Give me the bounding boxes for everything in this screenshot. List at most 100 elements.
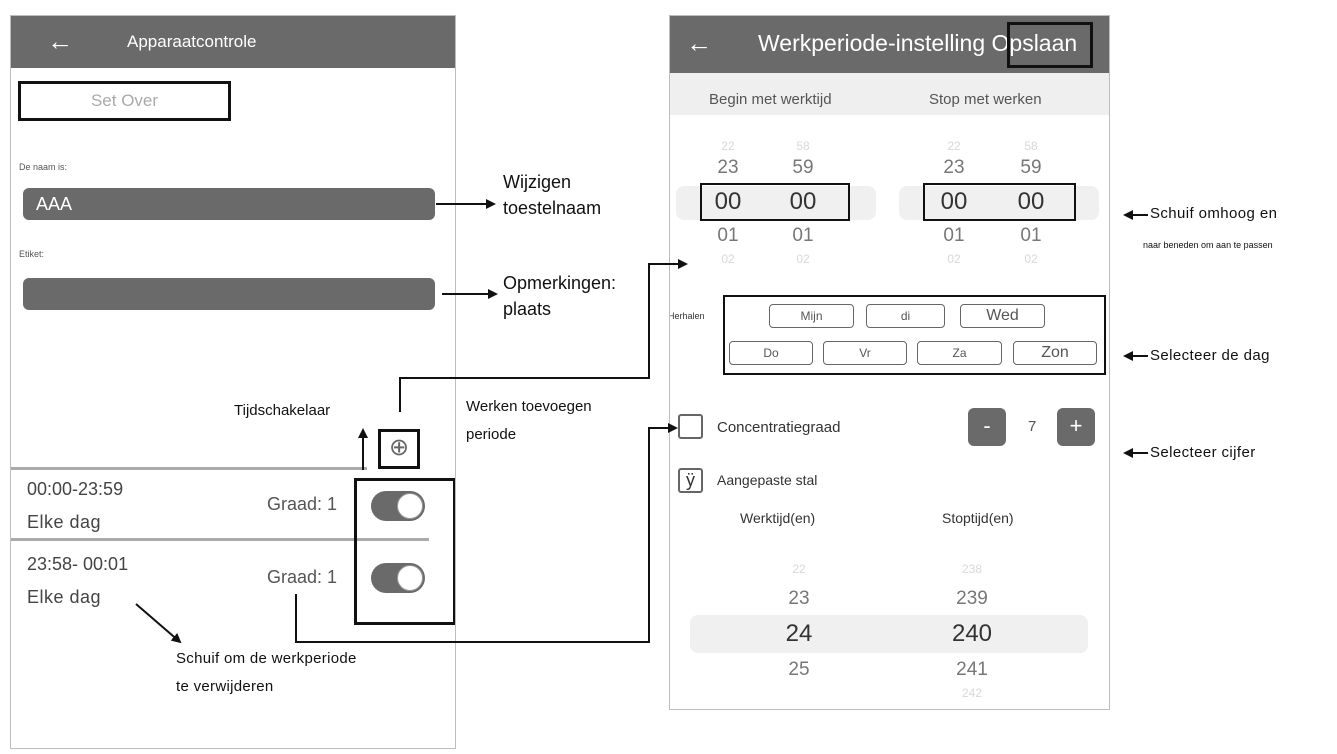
- label-label: Etiket:: [19, 249, 45, 259]
- device-label-field[interactable]: [23, 278, 435, 310]
- wheel-value: 242: [961, 686, 983, 700]
- custom-selection-band: [690, 615, 1088, 653]
- rename-annotation: Wijzigen toestelnaam: [503, 169, 601, 221]
- annotation-text: Opmerkingen:: [503, 273, 617, 293]
- period-time: 23:58- 00:01: [27, 554, 129, 574]
- day-button[interactable]: Do: [729, 341, 813, 365]
- stop-selection-band: [899, 186, 1099, 220]
- custom-stall-checkbox[interactable]: ÿ: [678, 468, 703, 493]
- annotation-text: toestelnaam: [503, 198, 602, 218]
- stop-time-header: Stop met werken: [929, 91, 1042, 108]
- select-day-annotation: Selecteer de dag: [1150, 347, 1270, 364]
- work-period-screen: ← Werkperiode-instelling Opslaan Begin m…: [669, 15, 1110, 710]
- wheel-selected-value: 00: [1017, 188, 1045, 215]
- period-toggle[interactable]: [371, 491, 425, 521]
- wheel-selected-value: 24: [785, 620, 813, 647]
- day-button[interactable]: Zon: [1013, 341, 1097, 365]
- period-list-divider: [11, 538, 429, 541]
- period-toggle[interactable]: [371, 563, 425, 593]
- swipe-delete-arrow: [135, 603, 182, 644]
- save-button[interactable]: [1007, 22, 1093, 68]
- toggle-knob: [397, 493, 423, 519]
- wheel-value: 241: [956, 659, 988, 680]
- time-header-bar: [670, 73, 1109, 115]
- wheel-value: 02: [1024, 252, 1038, 266]
- add-period-arrow: [399, 259, 688, 412]
- toggle-highlight-box: [354, 478, 455, 625]
- plus-circle-icon: ⊕: [388, 434, 410, 461]
- device-control-header: ← Apparaatcontrole: [11, 16, 455, 68]
- concentration-checkbox[interactable]: [678, 414, 703, 439]
- wheel-selected-value: 240: [951, 620, 993, 647]
- arrow-left-icon[interactable]: ←: [47, 26, 73, 56]
- annotation-text: Werken toevoegen: [466, 398, 592, 415]
- stop-time-label: Stoptijd(en): [942, 510, 1014, 526]
- annotation-text: Wijzigen: [503, 172, 572, 192]
- annotation-text: te verwijderen: [176, 678, 274, 695]
- set-over-button[interactable]: Set Over: [18, 81, 231, 121]
- device-control-screen: ← Apparaatcontrole Set Over De naam is: …: [10, 15, 456, 749]
- period-repeat: Elke dag: [27, 587, 102, 607]
- wheel-selected-value: 00: [789, 188, 817, 215]
- wheel-value: 238: [961, 562, 983, 576]
- wheel-value: 02: [796, 252, 810, 266]
- period-degree: Graad: 1: [267, 494, 338, 514]
- period-list-divider-top: [11, 467, 367, 470]
- wheel-value: 25: [788, 659, 810, 680]
- wheel-value: 58: [796, 139, 810, 153]
- select-number-annotation: Selecteer cijfer: [1150, 444, 1256, 461]
- annotation-text: plaats: [503, 299, 552, 319]
- period-repeat: Elke dag: [27, 512, 102, 532]
- wheel-value: 58: [1024, 139, 1038, 153]
- decrement-button[interactable]: -: [968, 408, 1006, 446]
- wheel-selected-value: 00: [714, 188, 742, 215]
- period-time: 00:00-23:59: [27, 479, 124, 499]
- concentration-value: 7: [1028, 418, 1037, 435]
- swipe-delete-annotation: Schuif om de werkperiode te verwijderen: [176, 645, 357, 701]
- period-degree: Graad: 1: [267, 567, 338, 587]
- wheel-value: 23: [788, 588, 810, 609]
- day-button[interactable]: Za: [917, 341, 1002, 365]
- increment-button[interactable]: +: [1057, 408, 1095, 446]
- device-control-title: Apparaatcontrole: [127, 32, 257, 51]
- wheel-value: 02: [947, 252, 961, 266]
- wheel-selected-value: 00: [940, 188, 968, 215]
- day-button[interactable]: Mijn: [769, 304, 854, 328]
- wheel-value: 22: [792, 562, 806, 576]
- stop-selection-box: [923, 183, 1076, 221]
- wheel-value: 22: [721, 139, 735, 153]
- timer-switch-annotation: Tijdschakelaar: [234, 402, 331, 419]
- scroll-annotation-sub: naar beneden om aan te passen: [1143, 240, 1273, 250]
- wheel-value: 59: [1020, 157, 1042, 178]
- arrow-left-icon[interactable]: ←: [686, 28, 712, 58]
- day-button[interactable]: di: [866, 304, 945, 328]
- degree-arrow: [295, 423, 678, 643]
- concentration-label: Concentratiegraad: [717, 419, 841, 436]
- wheel-value: 01: [943, 225, 965, 246]
- day-button[interactable]: Wed: [960, 304, 1045, 328]
- work-time-label: Werktijd(en): [740, 510, 816, 526]
- add-period-annotation: Werken toevoegen periode: [466, 393, 592, 449]
- remarks-annotation: Opmerkingen: plaats: [503, 270, 616, 322]
- day-button[interactable]: Vr: [823, 341, 907, 365]
- start-time-header: Begin met werktijd: [709, 91, 832, 108]
- annotation-text: periode: [466, 426, 517, 443]
- annotation-text: Schuif om de werkperiode: [176, 650, 357, 667]
- custom-stall-label: Aangepaste stal: [717, 472, 818, 488]
- work-period-title: Werkperiode-instelling Opslaan: [758, 30, 1078, 56]
- day-selector-box: Mijn di Wed Do Vr Za Zon: [723, 295, 1106, 375]
- scroll-annotation: Schuif omhoog en: [1150, 205, 1278, 222]
- wheel-value: 23: [717, 157, 739, 178]
- wheel-value: 01: [792, 225, 814, 246]
- repeat-label: Herhalen: [669, 311, 705, 321]
- wheel-value: 22: [947, 139, 961, 153]
- device-name-field[interactable]: AAA: [23, 188, 435, 220]
- work-period-header: ← Werkperiode-instelling Opslaan: [670, 16, 1109, 73]
- wheel-value: 23: [943, 157, 965, 178]
- start-selection-box: [700, 183, 850, 221]
- add-period-button[interactable]: ⊕: [378, 429, 420, 469]
- toggle-knob: [397, 565, 423, 591]
- name-label: De naam is:: [19, 162, 68, 172]
- wheel-value: 01: [1020, 225, 1042, 246]
